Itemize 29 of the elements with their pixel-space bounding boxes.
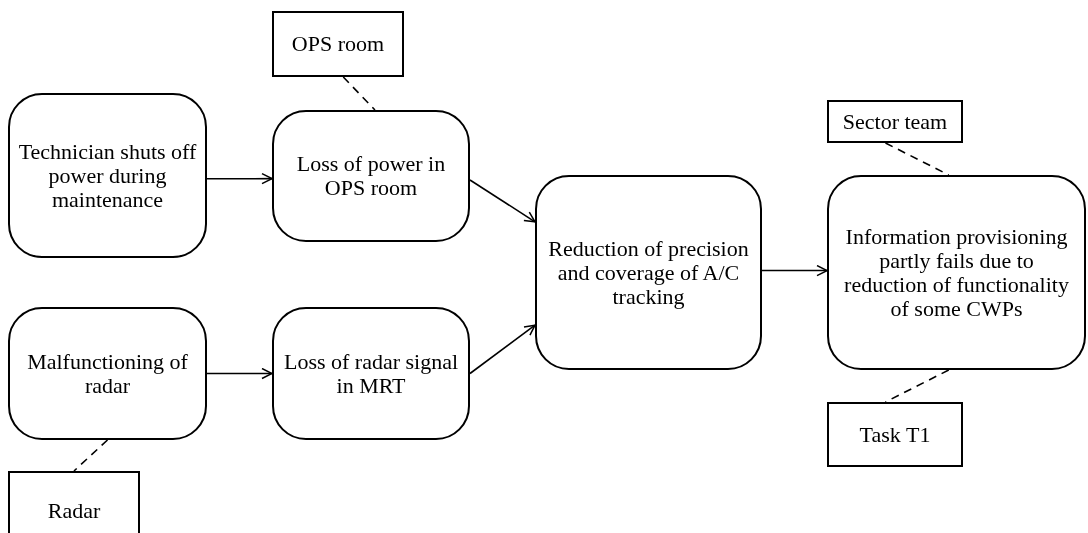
arrow xyxy=(469,179,536,223)
node-label: Malfunctioning of radar xyxy=(26,349,189,398)
node-label: Radar xyxy=(46,499,102,523)
arrow xyxy=(761,264,828,277)
arrow xyxy=(206,172,273,185)
task-box xyxy=(827,402,963,467)
event-box xyxy=(272,110,470,242)
event-box xyxy=(8,93,207,258)
dashed-link xyxy=(884,142,950,176)
event-box xyxy=(272,307,470,440)
node-label: Loss of power in OPS room xyxy=(295,152,447,200)
node-label: Information provisioning partly fails due to reduction of functionality of some CWPs xyxy=(843,224,1070,321)
dashed-link xyxy=(884,369,950,403)
location-box xyxy=(272,11,404,77)
event-box xyxy=(8,307,207,440)
node-label: OPS room xyxy=(290,32,386,56)
arrow xyxy=(469,324,536,375)
arrow xyxy=(206,367,273,380)
node-label: Sector team xyxy=(841,109,949,134)
dashed-link xyxy=(73,439,109,472)
actor-box xyxy=(827,100,963,143)
node-label: Reduction of precision and coverage of A/C tracking xyxy=(547,236,750,309)
event-box xyxy=(535,175,762,370)
node-label: Loss of radar signal in MRT xyxy=(282,349,460,398)
node-label: Technician shuts off power during maintenance xyxy=(17,139,198,212)
component-box xyxy=(8,471,140,533)
dashed-link xyxy=(342,76,376,111)
node-label: Task T1 xyxy=(858,422,932,447)
event-box xyxy=(827,175,1086,370)
